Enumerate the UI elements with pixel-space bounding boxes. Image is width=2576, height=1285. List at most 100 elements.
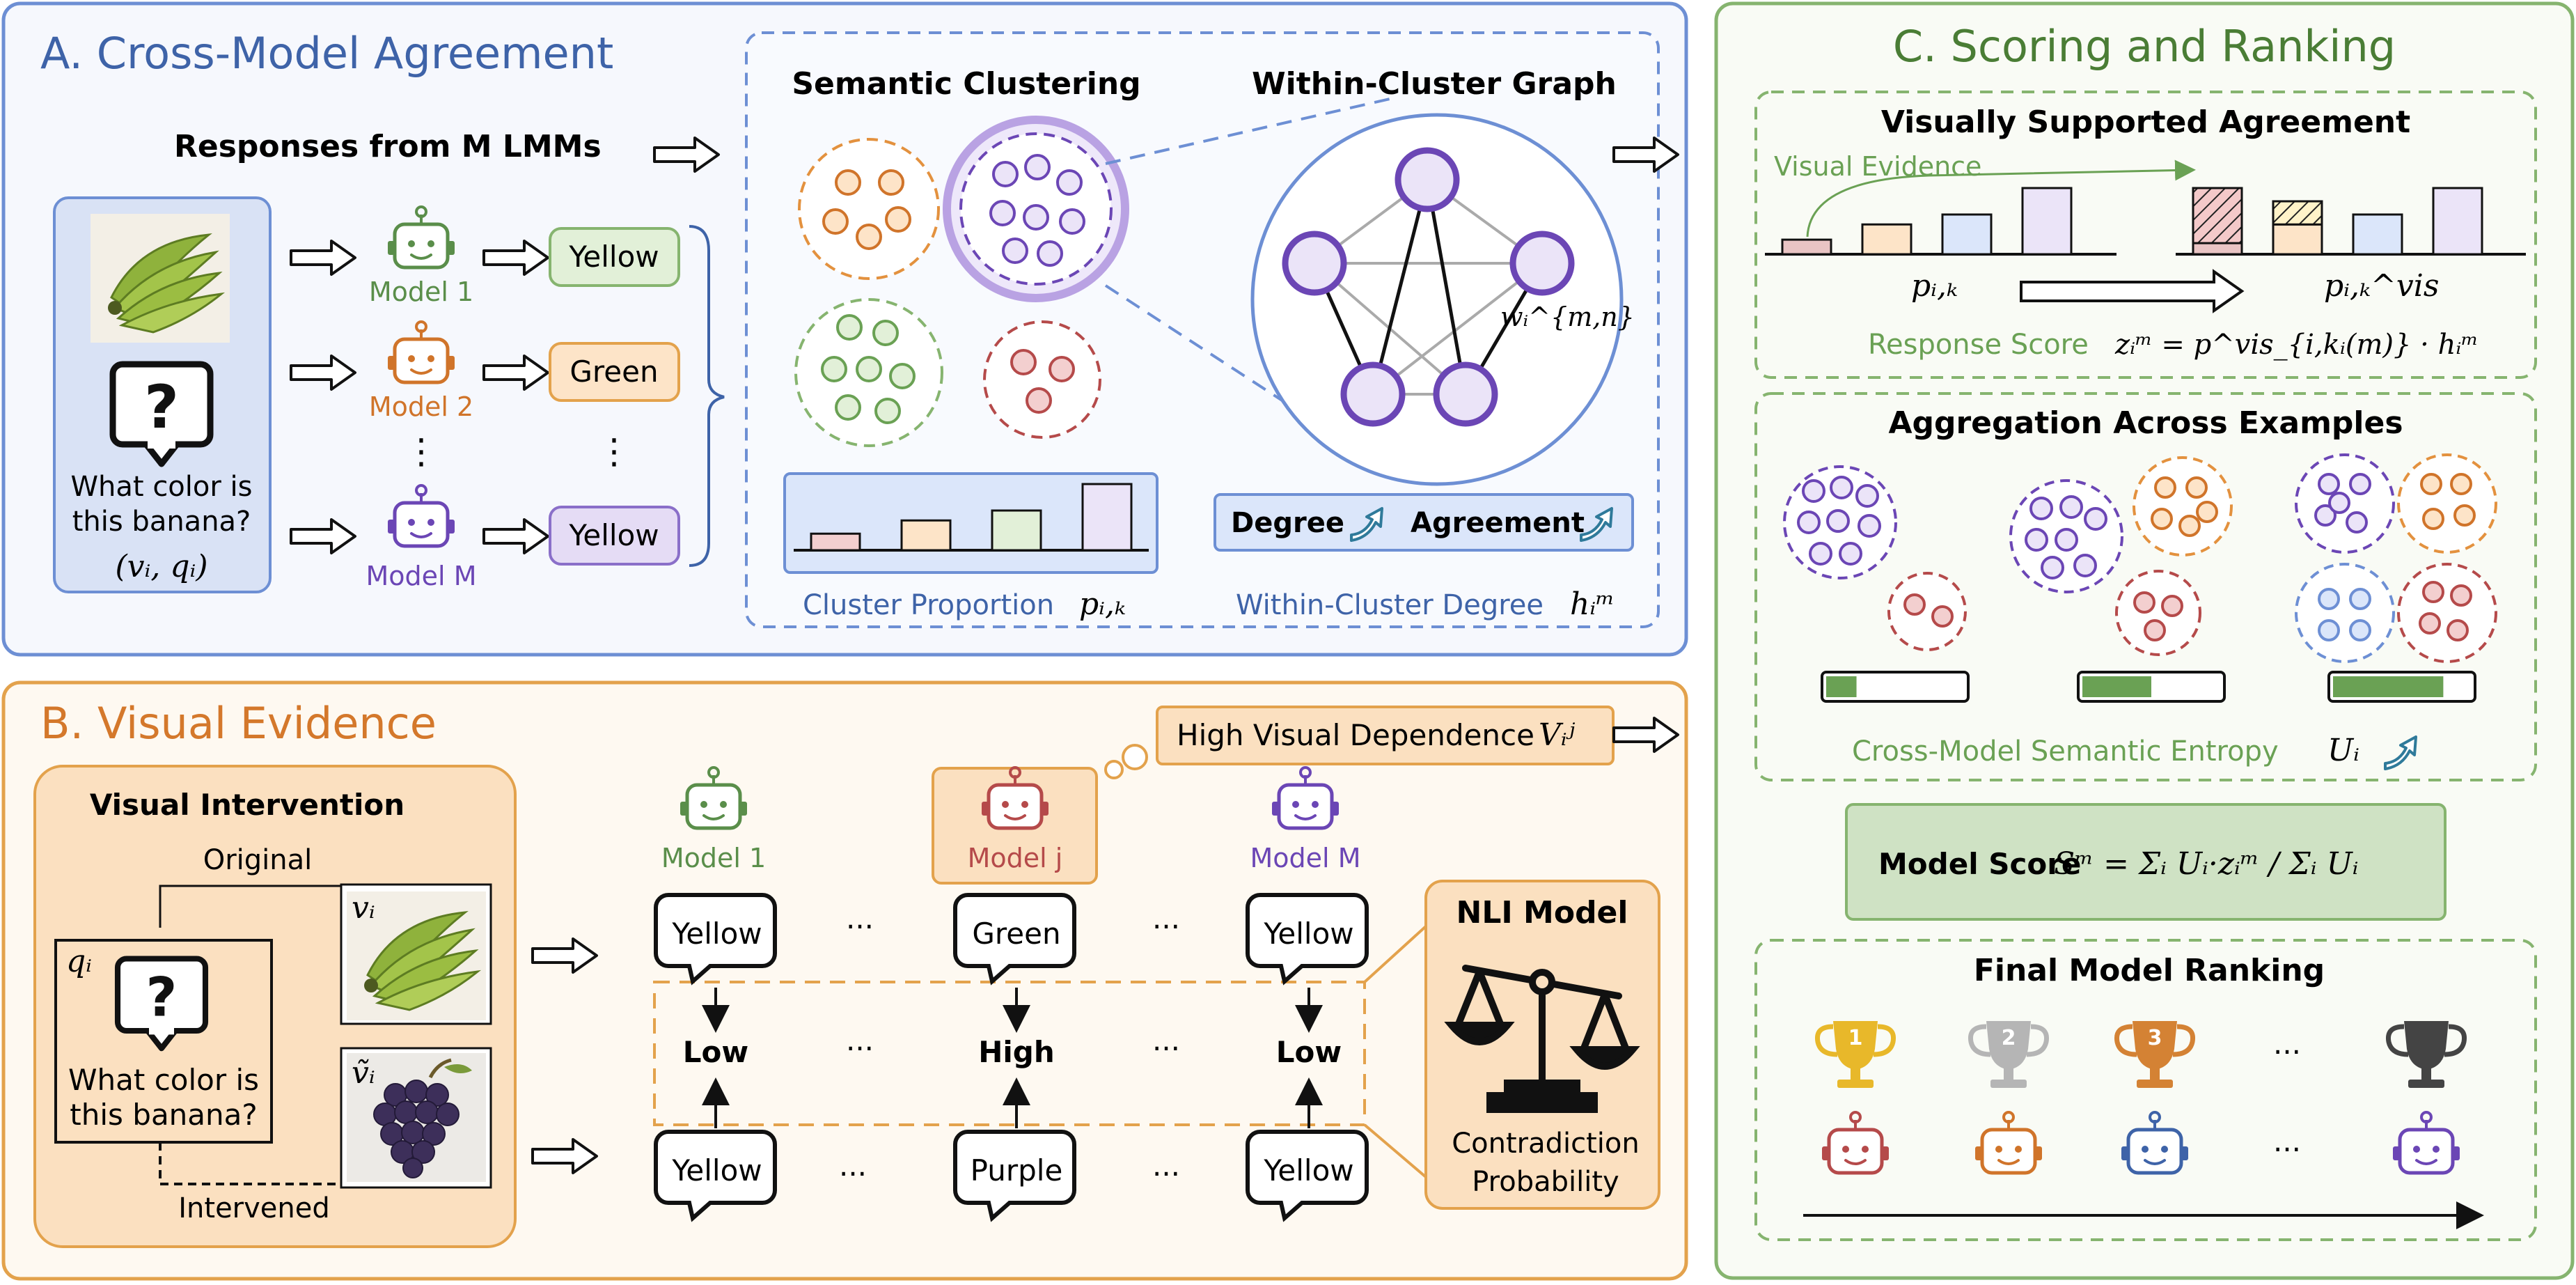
edge-weight-symbol: wᵢ^{m,n} <box>1500 302 1635 332</box>
cluster-proportion-label: Cluster Proportion <box>803 589 1054 621</box>
within-cluster-graph-label: Within-Cluster Graph <box>1252 66 1617 102</box>
b-modelj-level: High <box>978 1035 1055 1069</box>
p-to-pvis-arrow <box>2020 269 2245 313</box>
intervened-image <box>340 1047 492 1189</box>
final-ranking-label: Final Model Ranking <box>1974 953 2325 988</box>
cluster-proportion-chart <box>794 483 1149 552</box>
cluster-purple <box>943 116 1129 302</box>
b-dots-top-1: ··· <box>846 910 874 944</box>
input-symbol: (vᵢ, qᵢ) <box>115 549 207 584</box>
entropy-bar-fill-1 <box>1826 676 1857 697</box>
b-modelM-top-answer: Yellow <box>1263 917 1353 951</box>
p-chart <box>1765 187 2116 256</box>
degree-agreement-box <box>1214 493 1634 552</box>
model2-label: Model 2 <box>369 391 473 422</box>
v-symbol: vᵢ <box>352 890 375 926</box>
cluster-proportion-chart-frame <box>783 472 1159 574</box>
entropy-symbol: Uᵢ <box>2327 733 2359 768</box>
rank-1: 1 <box>1848 1026 1863 1050</box>
p-vis-hatched-bar-1 <box>2192 187 2243 244</box>
final-ranking-box <box>1754 939 2537 1241</box>
p-vis-symbol: pᵢ,ₖ^vis <box>2324 268 2439 304</box>
cluster-proportion-bar-1 <box>810 532 861 552</box>
agreement-label: Agreement <box>1411 507 1585 539</box>
within-cluster-degree-label: Within-Cluster Degree <box>1236 589 1544 621</box>
response-score-formula: zᵢᵐ = p^vis_{i,kᵢ(m)} · hᵢᵐ <box>2114 329 2479 361</box>
answer-box-modelM <box>549 506 680 566</box>
visual-intervention-label: Visual Intervention <box>90 788 405 822</box>
p-bar-3 <box>1941 213 1993 256</box>
panel-c-title: C. Scoring and Ranking <box>1893 21 2396 72</box>
panel-b: B. Visual Evidence Visual Intervention O… <box>1 680 1688 1281</box>
rank-3: 3 <box>2148 1026 2162 1050</box>
answer-modelM: Yellow <box>568 518 659 552</box>
aggregation-clusters <box>1783 453 2497 663</box>
visually-supported-label: Visually Supported Agreement <box>1881 104 2410 140</box>
b-modelj-top-answer: Green <box>972 917 1060 951</box>
responses-label: Responses from M LMMs <box>174 129 602 164</box>
panel-b-title: B. Visual Evidence <box>40 698 437 749</box>
contradiction-line1: Contradiction <box>1452 1128 1640 1160</box>
scale-icon <box>1444 965 1640 1113</box>
original-label: Original <box>203 844 313 876</box>
vdots-model: ⋮ <box>404 431 439 472</box>
cluster-orange <box>798 138 940 280</box>
contradiction-line2: Probability <box>1472 1166 1619 1198</box>
b-question-line1: What color is <box>68 1063 259 1097</box>
b-modelM-bottom-answer: Yellow <box>1263 1153 1353 1187</box>
vdots-answer: ⋮ <box>597 431 631 472</box>
model-score-label: Model Score <box>1878 847 2081 881</box>
p-symbol: pᵢ,ₖ <box>1911 268 1958 304</box>
entropy-bars <box>1821 671 2476 703</box>
answer-model1: Yellow <box>568 240 659 274</box>
comparison-box <box>653 981 1366 1126</box>
response-score-label: Response Score <box>1868 329 2089 361</box>
rank-2: 2 <box>2002 1026 2016 1050</box>
semantic-clustering-label: Semantic Clustering <box>792 66 1140 102</box>
p-vis-base-bar-2 <box>2272 223 2323 256</box>
hvd-label: High Visual Dependence <box>1177 718 1534 752</box>
b-modelM-level: Low <box>1276 1035 1342 1069</box>
nli-label: NLI Model <box>1456 895 1628 930</box>
model-score-box <box>1845 803 2447 921</box>
b-dots-top-2: ··· <box>1152 910 1180 944</box>
hvd-symbol: Vᵢʲ <box>1539 717 1576 753</box>
visually-supported-box <box>1754 91 2537 379</box>
p-vis-chart <box>2176 187 2526 256</box>
entropy-bar-fill-2 <box>2082 676 2151 697</box>
within-cluster-degree-symbol: hᵢᵐ <box>1570 586 1615 622</box>
degree-label: Degree <box>1231 507 1344 539</box>
answer-box-model1 <box>549 227 680 287</box>
within-cluster-graph <box>1250 113 1624 486</box>
rank-dots-bottom: ··· <box>2273 1132 2301 1167</box>
b-dots-mid-1: ··· <box>846 1031 874 1066</box>
p-vis-base-bar-3 <box>2352 213 2403 256</box>
model1-label: Model 1 <box>369 277 473 307</box>
b-modelj-bottom-answer: Purple <box>971 1153 1063 1187</box>
b-dots-bot-1: ··· <box>839 1157 867 1191</box>
p-bar-4 <box>2021 187 2073 256</box>
b-dots-mid-2: ··· <box>1152 1031 1180 1066</box>
entropy-label: Cross-Model Semantic Entropy <box>1852 735 2279 768</box>
banana-image <box>89 212 231 344</box>
q-symbol: qᵢ <box>66 944 92 979</box>
input-question-line2: this banana? <box>72 506 251 538</box>
b-model1-top-answer: Yellow <box>671 917 762 951</box>
b-model1-bottom-answer: Yellow <box>671 1153 762 1187</box>
b-model1-level: Low <box>683 1035 748 1069</box>
cluster-proportion-bar-4 <box>1081 483 1133 552</box>
p-bar-2 <box>1861 223 1913 256</box>
panel-a: A. Cross-Model Agreement Responses from … <box>1 1 1688 657</box>
b-dots-bot-2: ··· <box>1152 1157 1180 1191</box>
rank-dots-top: ··· <box>2273 1035 2301 1069</box>
p-vis-hatched-bar-2 <box>2272 200 2323 226</box>
b-modelj-label: Model j <box>968 843 1063 873</box>
panel-a-title: A. Cross-Model Agreement <box>40 28 613 79</box>
cluster-red <box>983 320 1101 439</box>
panel-c: C. Scoring and Ranking Visually Supporte… <box>1714 1 2575 1280</box>
model-score-formula: Sᵐ = Σᵢ Uᵢ·zᵢᵐ / Σᵢ Uᵢ <box>2054 846 2359 882</box>
speech-bubbles <box>654 893 1369 1222</box>
aggregation-label: Aggregation Across Examples <box>1888 405 2403 441</box>
cluster-proportion-symbol: pᵢ,ₖ <box>1079 586 1126 622</box>
